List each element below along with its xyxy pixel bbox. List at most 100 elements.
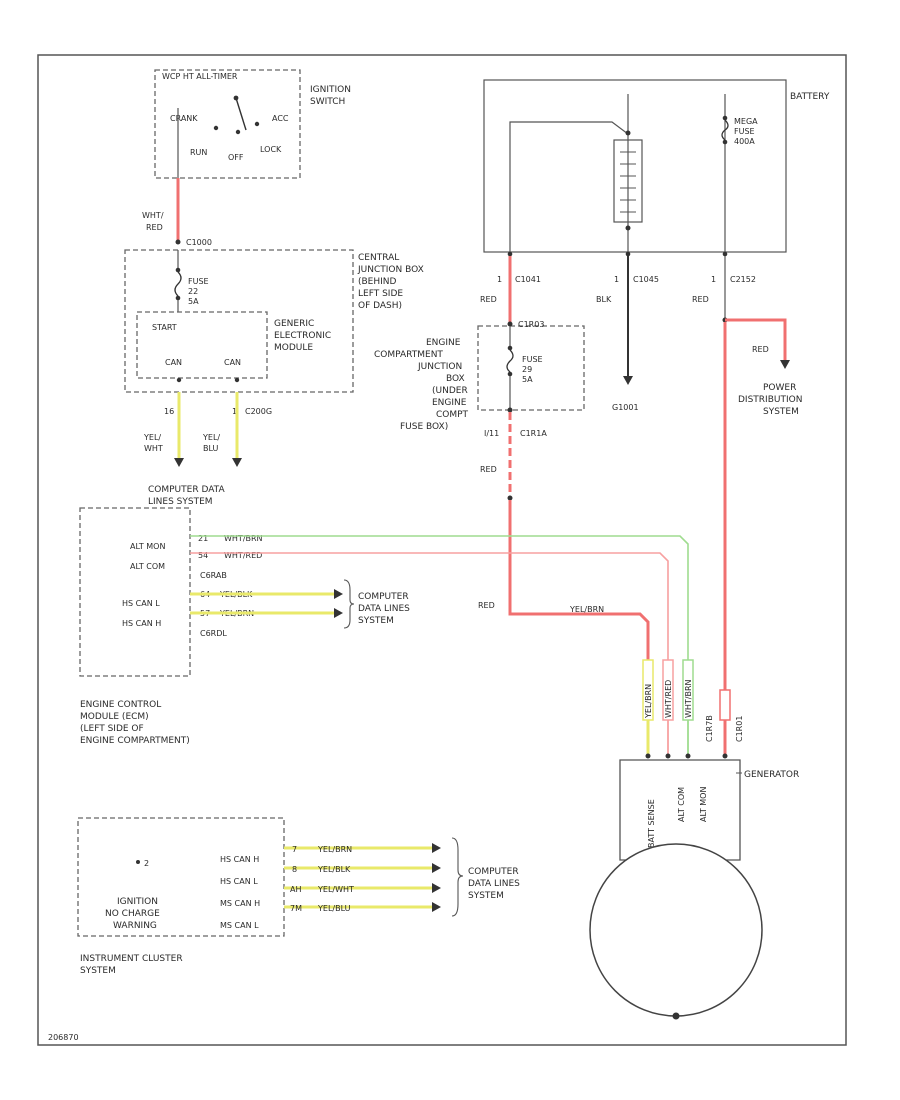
cluster-lamp-label-3: WARNING [113, 921, 157, 931]
switch-pos-crank: CRANK [170, 114, 198, 123]
cluster-hs-can-l: HS CAN L [220, 877, 258, 886]
cluster-name-1: INSTRUMENT CLUSTER [80, 954, 183, 964]
ecm-alt-mon-label: ALT MON [130, 542, 165, 551]
diagram-code: 206870 [48, 1033, 79, 1042]
cluster-wire-1-label: YEL/BRN [317, 845, 352, 854]
arrow-right-icon [334, 608, 343, 618]
connector-c1r03: C1R03 [518, 320, 544, 329]
arrow-right-icon [432, 902, 441, 912]
ignition-switch-name-1: IGNITION [310, 85, 351, 95]
ecm-cds-label-2: DATA LINES [358, 604, 410, 614]
gen-pin-alt-com: ALT COM [677, 787, 686, 822]
wire-alt-com-wht-red [190, 552, 669, 690]
switch-pos-run: RUN [190, 148, 207, 157]
ecjb-run-wire-label: RED [478, 601, 495, 610]
cluster-hs-can-h: HS CAN H [220, 855, 259, 864]
gen-pin-batt-sense: BATT SENSE [647, 799, 656, 848]
gem-pin-1: 1 [232, 407, 237, 416]
cds-label-1: COMPUTER DATA [148, 485, 225, 495]
ignition-wire-label-2: RED [146, 223, 163, 232]
ecm-cds-label-1: COMPUTER [358, 592, 409, 602]
connector-c6rab: C6RAB [200, 571, 227, 580]
ecm-name-4: ENGINE COMPARTMENT) [80, 736, 190, 746]
gem-name-3: MODULE [274, 343, 313, 353]
fuse-22-bottom-dot [175, 295, 181, 301]
arrow-down-icon [232, 458, 242, 467]
cluster-can-wires [284, 843, 441, 912]
ecjb-name-1: ENGINE [426, 338, 461, 348]
gem-name-2: ELECTRONIC [274, 331, 331, 341]
ecjb-name-4: BOX [446, 374, 465, 384]
mega-fuse-label-3: 400A [734, 137, 755, 146]
ignition-switch-name-2: SWITCH [310, 97, 345, 107]
wire-pds-red [725, 318, 787, 362]
switch-contact-crank [213, 125, 219, 131]
fuse-22-label-3: 5A [188, 297, 199, 306]
cjb-name-1: CENTRAL [358, 253, 399, 263]
battery-wire-b-label: BLK [596, 295, 612, 304]
cluster-pin-4: 7M [290, 904, 302, 913]
cluster-pin-3: AH [290, 885, 302, 894]
ignition-switch-header: WCP HT ALL-TIMER [162, 72, 238, 81]
wire-alt-mon-wht-brn [190, 535, 689, 690]
cjb-name-2: JUNCTION BOX [357, 265, 424, 275]
ecm-hs-can-l-label: HS CAN L [122, 599, 160, 608]
wire-run-red [508, 500, 650, 690]
ecm-name-3: (LEFT SIDE OF [80, 724, 144, 734]
gen-wire-wht-brn-label: WHT/BRN [684, 679, 693, 718]
cds-label-2: LINES SYSTEM [148, 497, 213, 507]
engine-compartment-junction-box: ENGINE COMPARTMENT JUNCTION BOX (UNDER E… [374, 320, 585, 432]
ecm-pin-21: 21 [198, 534, 208, 543]
battery-name: BATTERY [790, 92, 830, 102]
cluster-cds-label-3: SYSTEM [468, 891, 504, 901]
ecjb-name-6: ENGINE [432, 398, 467, 408]
warning-lamp-glyph: 2 [144, 859, 149, 868]
cluster-cds-label-1: COMPUTER [468, 867, 519, 877]
ecm-hs-can-h-label: HS CAN H [122, 619, 161, 628]
pds-label-2: DISTRIBUTION [738, 395, 802, 405]
gem-name-1: GENERIC [274, 319, 314, 329]
generator-body [589, 843, 763, 1017]
cluster-lamp-label-2: NO CHARGE [105, 909, 160, 919]
arrow-right-icon [432, 863, 441, 873]
arrow-right-icon [334, 589, 343, 599]
instrument-cluster: 2 IGNITION NO CHARGE WARNING HS CAN H HS… [77, 817, 285, 937]
connector-c1041: C1041 [515, 275, 541, 284]
wire-yel-wht-label-1: YEL/ [143, 433, 161, 442]
fuse-22-symbol [174, 271, 182, 297]
switch-contact-run [235, 129, 241, 135]
wire-yel-blu-label-1: YEL/ [202, 433, 220, 442]
ecm-alt-com-label: ALT COM [130, 562, 165, 571]
ecm-wire-alt-mon-label: WHT/BRN [224, 534, 263, 543]
generator: GENERATOR BATT SENSE ALT COM ALT MON [589, 759, 799, 1020]
switch-contact-acc [254, 121, 260, 127]
wire-yel-blu-label-2: BLU [203, 444, 219, 453]
bracket-icon [451, 837, 464, 917]
arrow-down-icon [780, 360, 790, 369]
cluster-lamp-label-1: IGNITION [117, 897, 158, 907]
wire-yel-wht-label-2: WHT [144, 444, 163, 453]
ecm-name-2: MODULE (ECM) [80, 712, 149, 722]
connector-c200g: C200G [245, 407, 272, 416]
generator-ground-dot [672, 1012, 680, 1020]
ecjb-name-5: (UNDER [432, 386, 468, 396]
ecm-pin-54: 54 [198, 551, 208, 560]
connector-c1045: C1045 [633, 275, 659, 284]
cluster-wire-4-label: YEL/BLU [317, 904, 351, 913]
central-junction-box: CENTRAL JUNCTION BOX (BEHIND LEFT SIDE O… [124, 249, 424, 393]
switch-pos-off: OFF [228, 153, 244, 162]
generic-electronic-module [136, 311, 268, 379]
mega-fuse-label-1: MEGA [734, 117, 758, 126]
cluster-pin-2: 8 [292, 865, 297, 874]
gem-can-label-1: CAN [165, 358, 182, 367]
bracket-icon [343, 579, 355, 629]
pds-label-3: SYSTEM [763, 407, 799, 417]
cluster-wire-2-label: YEL/BLK [317, 865, 351, 874]
arrow-right-icon [432, 883, 441, 893]
pds-label-1: POWER [763, 383, 796, 393]
gen-pin-alt-mon: ALT MON [699, 787, 708, 822]
run-wire-yel-brn-label: YEL/BRN [569, 605, 604, 614]
ecm-wire-alt-com-label: WHT/RED [224, 551, 262, 560]
ecjb-name-7: COMPT [436, 410, 469, 420]
